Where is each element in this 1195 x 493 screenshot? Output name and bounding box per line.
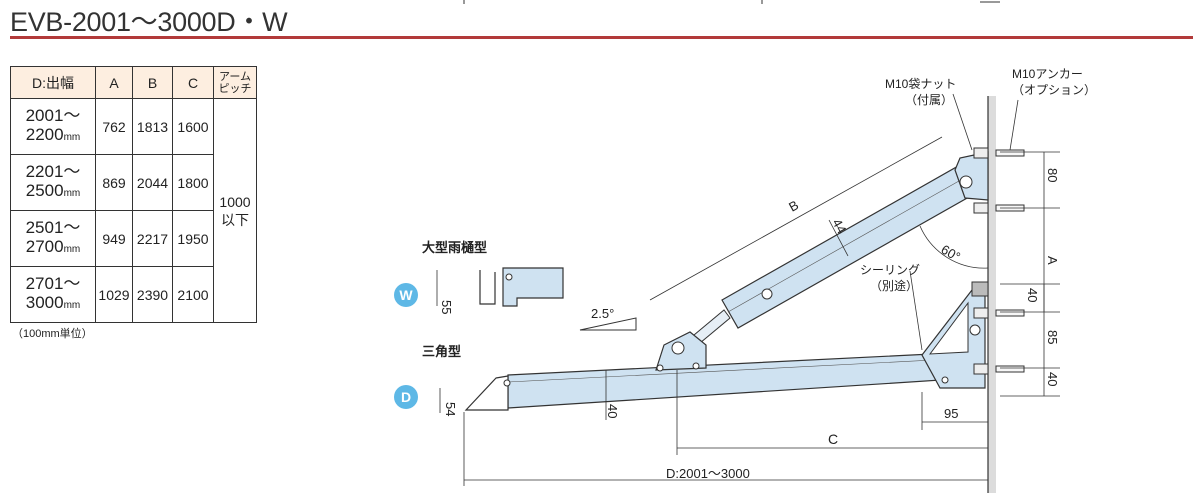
nut-label-1: M10袋ナット bbox=[885, 77, 956, 91]
cell-c: 1600 bbox=[172, 98, 214, 155]
nut-label-2: （付属） bbox=[905, 93, 953, 107]
title-rule bbox=[10, 36, 1193, 39]
sealing bbox=[971, 281, 989, 297]
header-a: A bbox=[95, 66, 133, 99]
spec-table: D:出幅 A B C アーム ピッチ 2001～2200mm 762 1813 … bbox=[10, 66, 257, 323]
anchor-label-1: M10アンカー bbox=[1012, 67, 1083, 81]
slope-triangle bbox=[579, 317, 637, 331]
cell-b: 2217 bbox=[132, 210, 173, 267]
dimension-lines bbox=[436, 93, 1060, 486]
dim-44: 44 bbox=[829, 216, 849, 236]
cell-a: 1029 bbox=[95, 266, 133, 323]
badge-w-circle bbox=[394, 283, 418, 307]
triangle-label: 三角型 bbox=[422, 344, 461, 359]
sealing-label-2: （別途） bbox=[870, 278, 918, 293]
dim-95: 95 bbox=[944, 406, 958, 421]
bracket-pin bbox=[959, 175, 973, 189]
dim-d: D:2001～3000 bbox=[666, 466, 750, 481]
table-row: 2701～3000mm 1029 2390 2100 bbox=[10, 266, 257, 323]
lower-beam bbox=[507, 351, 973, 409]
anchor-label-2: （オプション） bbox=[1012, 83, 1096, 97]
gutter-bolt bbox=[505, 273, 513, 281]
dim-40-lower: 40 bbox=[1045, 372, 1060, 386]
gutter-bolt bbox=[503, 379, 511, 387]
cell-c: 1950 bbox=[172, 210, 214, 267]
beam-inner-line bbox=[507, 357, 973, 383]
badge-w: W bbox=[399, 287, 413, 303]
header-arm-pitch: アーム ピッチ bbox=[213, 66, 257, 99]
page-title: EVB-2001～3000D・W bbox=[10, 7, 288, 37]
bracket-bolt bbox=[656, 364, 664, 372]
wall bbox=[988, 96, 996, 493]
bracket-pin bbox=[969, 324, 981, 336]
unit-note: （100mm単位） bbox=[12, 328, 93, 340]
b-label: B bbox=[786, 197, 801, 214]
badge-d: D bbox=[401, 389, 411, 405]
dim-a: A bbox=[1045, 256, 1060, 265]
bracket-pin bbox=[671, 341, 685, 355]
cell-a: 949 bbox=[95, 210, 133, 267]
badge-d-circle bbox=[394, 385, 418, 409]
bracket-bolt bbox=[692, 362, 700, 370]
arm-bolt bbox=[761, 288, 773, 300]
table-row: 2201～2500mm 869 2044 1800 bbox=[10, 154, 257, 211]
w-gutter-profile bbox=[479, 270, 496, 305]
angle-label: 60° bbox=[939, 242, 964, 265]
w-gutter bbox=[502, 267, 564, 307]
dim-40-upper: 40 bbox=[1025, 288, 1040, 302]
cell-c: 1800 bbox=[172, 154, 214, 211]
header-c: C bbox=[172, 66, 214, 99]
sealing-label-1: シーリング bbox=[860, 263, 920, 277]
dim-80: 80 bbox=[1045, 168, 1060, 182]
bracket-cutout bbox=[928, 301, 969, 355]
cell-b: 2044 bbox=[132, 154, 173, 211]
header-b: B bbox=[132, 66, 173, 99]
range-cell: 2701～3000mm bbox=[10, 266, 96, 323]
gutter-big-label: 大型雨樋型 bbox=[422, 240, 487, 255]
cell-c: 2100 bbox=[172, 266, 214, 323]
dim-85: 85 bbox=[1045, 330, 1060, 344]
range-cell: 2501～2700mm bbox=[10, 210, 96, 267]
header-d: D:出幅 bbox=[10, 66, 96, 99]
dim-40-beam: 40 bbox=[605, 404, 620, 418]
range-cell: 2201～2500mm bbox=[10, 154, 96, 211]
dim-c: C bbox=[828, 431, 838, 447]
table-header-row: D:出幅 A B C アーム ピッチ bbox=[10, 66, 257, 99]
table-row: 2501～2700mm 949 2217 1950 bbox=[10, 210, 257, 267]
triangle-gutter bbox=[464, 375, 509, 411]
bracket-bolt bbox=[941, 376, 949, 384]
upper-arm bbox=[721, 164, 977, 329]
top-wall-bracket bbox=[954, 151, 989, 201]
dim-55: 55 bbox=[439, 300, 454, 314]
cell-a: 762 bbox=[95, 98, 133, 155]
cell-a: 869 bbox=[95, 154, 133, 211]
dim-54: 54 bbox=[443, 402, 458, 416]
slope-label: 2.5° bbox=[591, 306, 614, 321]
